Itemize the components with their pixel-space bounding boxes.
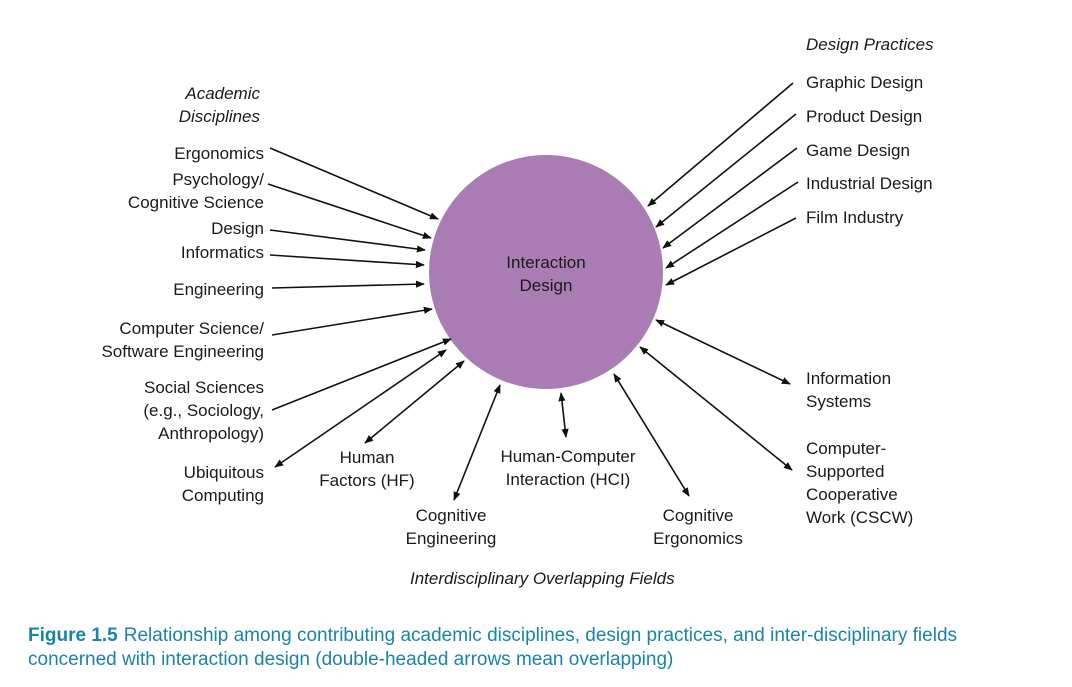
arrow-psychology (267, 183, 432, 239)
label-cscw: Computer- Supported Cooperative Work (CS… (806, 437, 913, 529)
label-line: Cognitive (415, 506, 487, 525)
label-social-sciences: Social Sciences (e.g., Sociology, Anthro… (143, 376, 264, 445)
label-film-industry: Film Industry (806, 208, 904, 227)
relationship-diagram (267, 82, 799, 501)
label-line: Cognitive (662, 506, 734, 525)
arrow-industrial-design (665, 181, 799, 269)
label-line: (e.g., Sociology, (143, 401, 264, 420)
label-product-design: Product Design (806, 107, 923, 126)
arrow-hci (558, 392, 569, 438)
academic-disciplines-heading: Academic Disciplines (179, 82, 260, 128)
label-line: Cognitive Science (127, 193, 264, 212)
arrow-human-factors (364, 360, 465, 444)
arrow-engineering (271, 280, 425, 289)
label-game-design: Game Design (806, 141, 910, 160)
label-human-factors: Human Factors (HF) (303, 446, 431, 492)
label-line: Engineering (405, 529, 497, 548)
caption-text: Relationship among contributing academic… (28, 625, 958, 670)
design-practices-heading: Design Practices (806, 35, 934, 54)
arrow-informatics (269, 254, 425, 269)
label-cognitive-engineering: Cognitive Engineering (386, 504, 516, 550)
arrow-cognitive-engineering (453, 384, 501, 501)
label-line: Computer Science/ (119, 319, 264, 338)
arrow-graphic-design (647, 82, 794, 207)
label-design: Design (211, 219, 264, 238)
center-label-line1: Interaction (506, 253, 586, 272)
label-line: Ergonomics (653, 529, 743, 548)
arrow-game-design (662, 147, 798, 249)
center-label-line2: Design (519, 276, 573, 295)
label-ubiquitous-computing: Ubiquitous Computing (182, 461, 264, 507)
label-cognitive-ergonomics: Cognitive Ergonomics (633, 504, 763, 550)
interdisciplinary-heading: Interdisciplinary Overlapping Fields (410, 569, 675, 588)
center-label: Interaction Design (470, 251, 622, 297)
label-line: Computing (181, 486, 264, 505)
label-line: Systems (806, 392, 872, 411)
heading-line: Disciplines (178, 107, 260, 126)
arrow-information-systems (655, 319, 791, 385)
arrow-ergonomics (269, 147, 439, 220)
label-information-systems: Information Systems (806, 367, 891, 413)
label-line: Cooperative (806, 485, 898, 504)
label-line: Human-Computer (500, 447, 636, 466)
heading-line: Academic (185, 84, 260, 103)
label-engineering: Engineering (173, 280, 264, 299)
label-informatics: Informatics (180, 243, 264, 262)
arrow-computer-science (271, 306, 433, 336)
label-computer-science: Computer Science/ Software Engineering (101, 317, 264, 363)
label-ergonomics: Ergonomics (174, 144, 264, 163)
label-line: Computer- (806, 439, 887, 458)
label-industrial-design: Industrial Design (806, 174, 933, 193)
arrow-cscw (639, 346, 793, 471)
label-line: Work (CSCW) (806, 508, 914, 527)
label-hci: Human-Computer Interaction (HCI) (478, 445, 658, 491)
label-line: Human (339, 448, 395, 467)
interaction-design-circle (429, 155, 663, 389)
label-psychology: Psychology/ Cognitive Science (128, 168, 264, 214)
label-graphic-design: Graphic Design (806, 73, 924, 92)
label-line: Supported (806, 462, 885, 481)
arrow-social-sciences (271, 338, 452, 411)
label-line: Interaction (HCI) (505, 470, 631, 489)
arrow-film-industry (665, 217, 797, 286)
arrow-design (269, 229, 426, 253)
figure-number: Figure 1.5 (28, 625, 118, 646)
label-line: Anthropology) (158, 424, 264, 443)
label-line: Factors (HF) (319, 471, 415, 490)
label-line: Psychology/ (172, 170, 264, 189)
label-line: Information (806, 369, 892, 388)
label-line: Software Engineering (101, 342, 264, 361)
label-line: Social Sciences (143, 378, 264, 397)
label-line: Ubiquitous (183, 463, 264, 482)
arrow-product-design (655, 113, 797, 228)
